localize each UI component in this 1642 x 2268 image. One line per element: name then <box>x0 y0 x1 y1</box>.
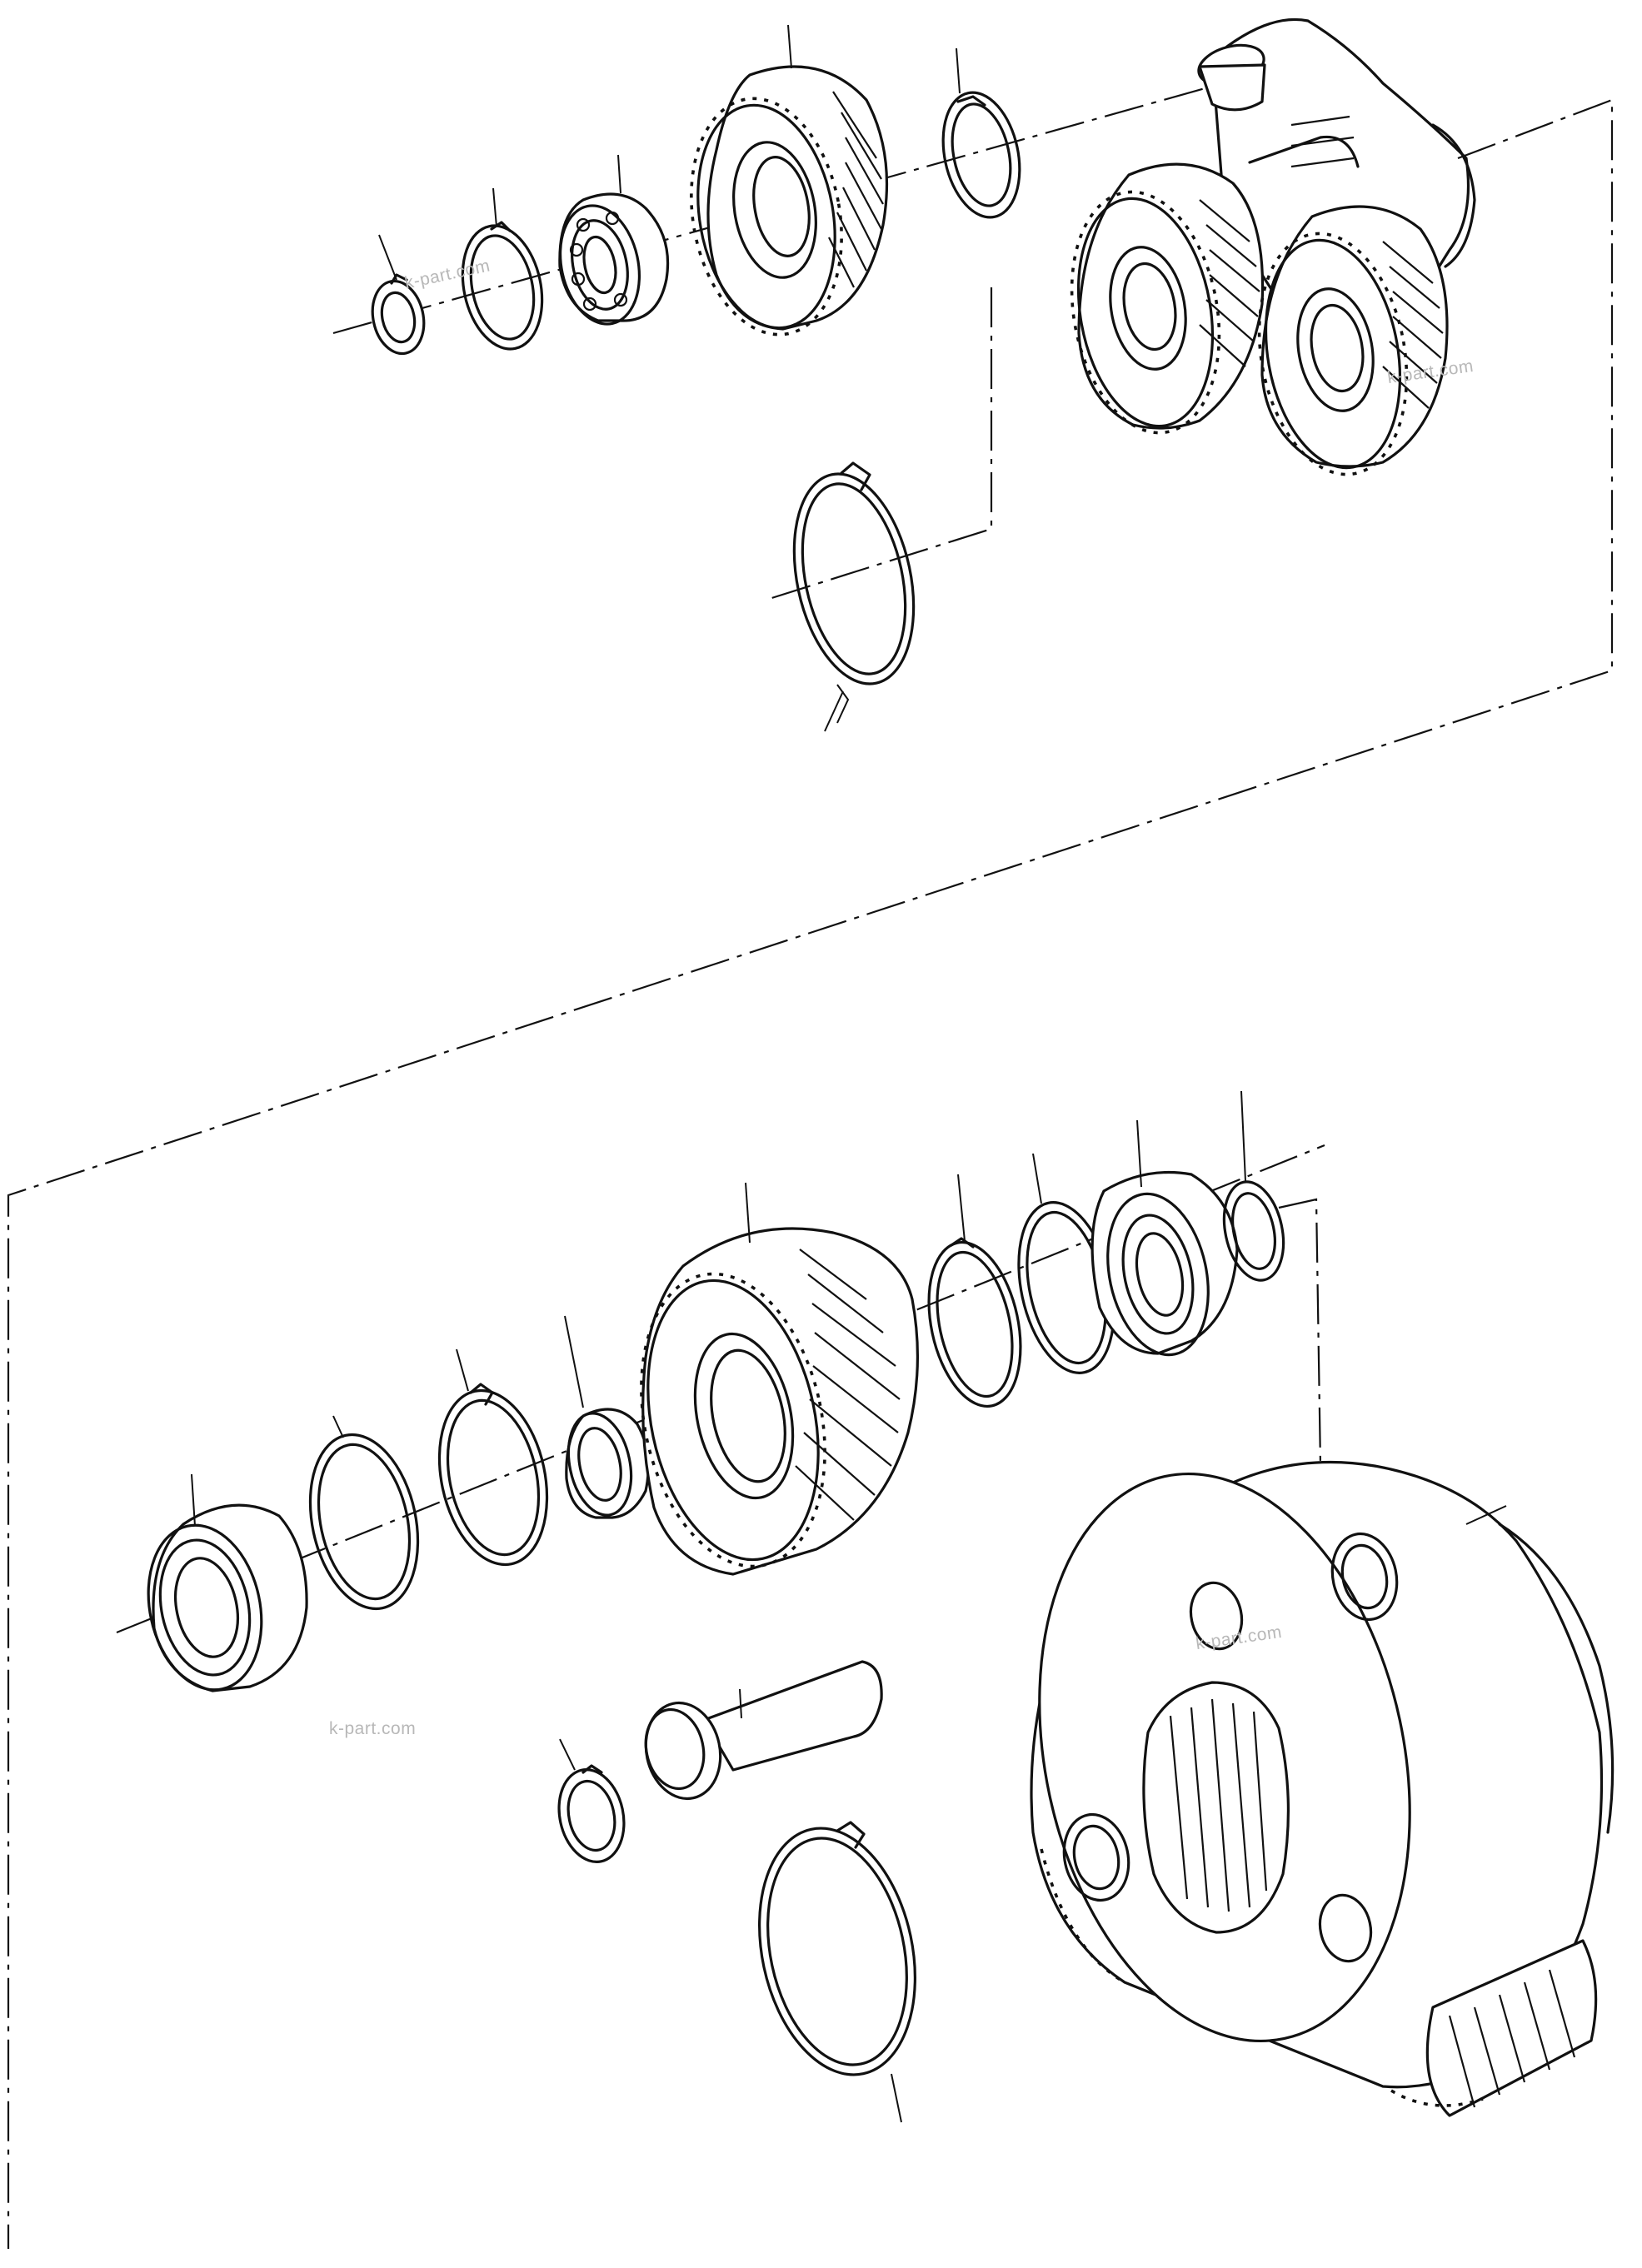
part-internal-snap-ring-top <box>941 91 1021 219</box>
leader-5 <box>956 47 961 94</box>
snap-ring-connector-line <box>766 287 993 601</box>
leader-14 <box>1136 1119 1142 1188</box>
part-large-circlip-top <box>792 461 916 685</box>
part-small-clip-top <box>371 273 426 356</box>
leader-7 <box>191 1473 196 1527</box>
leader-19 <box>1465 1505 1507 1525</box>
leader-18 <box>891 2073 902 2123</box>
part-planetary-carrier-housing <box>1030 1460 1615 2117</box>
leader-11 <box>745 1182 751 1244</box>
part-snap-ring-bottom-1 <box>437 1383 549 1567</box>
part-ball-bearing-top <box>558 192 670 326</box>
part-large-circlip-bottom <box>758 1821 916 2076</box>
part-snap-ring-top-1 <box>461 221 544 351</box>
leader-10 <box>564 1315 584 1408</box>
part-bearing-bottom-right <box>1091 1170 1239 1357</box>
part-snap-ring-bottom-2 <box>927 1237 1022 1408</box>
leader-13 <box>1032 1153 1042 1204</box>
part-spur-gear-top <box>690 65 889 336</box>
part-plain-ring-bottom <box>308 1433 420 1611</box>
part-planet-gear-2 <box>1257 205 1449 476</box>
leader-9 <box>456 1348 469 1392</box>
part-small-clip-bottom <box>557 1764 626 1863</box>
leader-1 <box>378 234 397 281</box>
leader-17 <box>739 1688 742 1719</box>
part-planet-gear-1 <box>1070 162 1265 435</box>
housing-connector-line <box>1278 1198 1322 1467</box>
leader-2 <box>492 187 497 227</box>
planet-gear-3-edge <box>1248 135 1360 168</box>
part-planet-pin <box>644 1660 883 1801</box>
part-spur-gear-bottom <box>640 1227 919 1576</box>
leader-4 <box>787 24 792 69</box>
watermark-text: k-part.com <box>329 1719 417 1738</box>
leader-12 <box>957 1174 966 1242</box>
part-roller-bearing-bottom <box>147 1503 308 1692</box>
leader-3 <box>617 154 621 194</box>
part-small-clip-bottom-right <box>1222 1180 1285 1282</box>
leader-6 <box>824 684 850 732</box>
leader-15 <box>1240 1090 1246 1182</box>
leader-16 <box>559 1738 576 1771</box>
part-bushing-bottom <box>565 1408 650 1519</box>
leader-8 <box>332 1415 344 1438</box>
